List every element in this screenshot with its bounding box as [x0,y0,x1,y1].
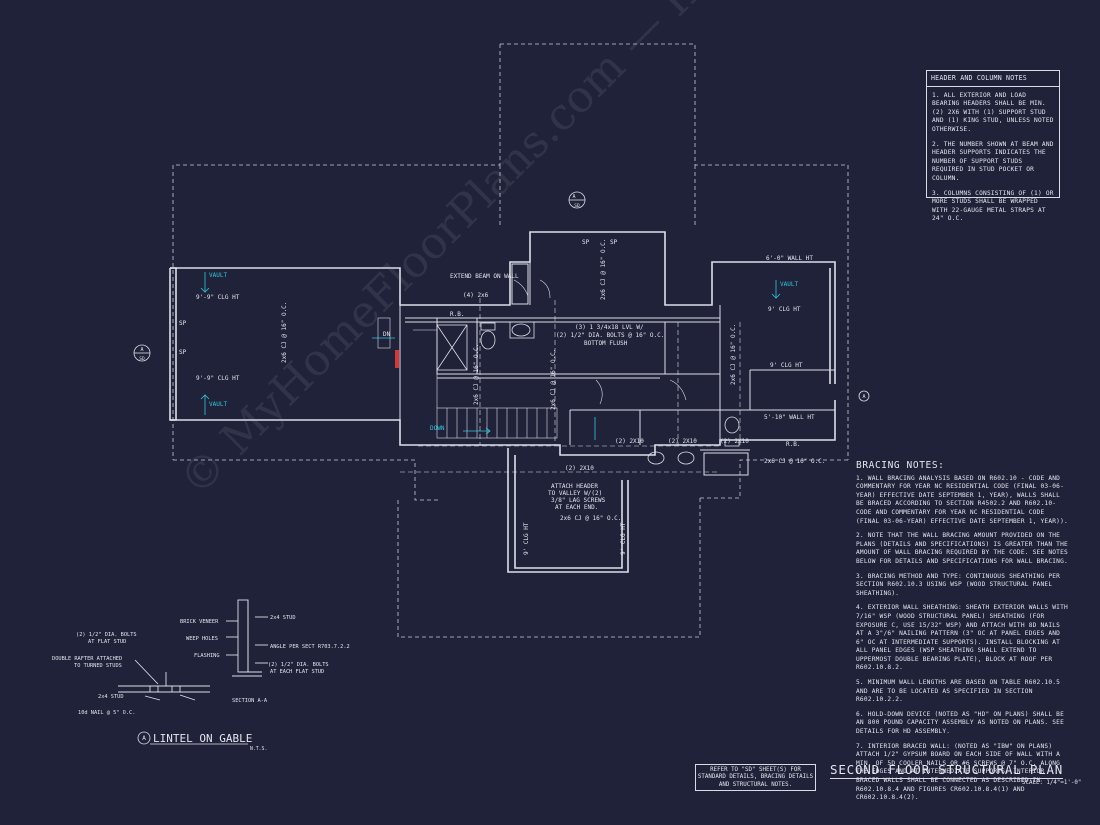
header-label-b: (2) 2X10 [668,438,697,445]
bolts-left-line-2: AT FLAT STUD [88,639,126,645]
cj-label-bottom-right: 2x6 CJ @ 16" O.C. [764,458,825,465]
rb-label-right: R.B. [786,441,800,448]
header-label-c: (2) 2X10 [720,438,749,445]
cj-label-left: 2x6 CJ @ 16" O.C. [281,302,288,363]
exterior-walls [169,231,836,573]
section-mark-right: A [862,394,865,400]
ceiling-height-right-top: 9' CLG HT [768,306,801,313]
attach-header-line-1: ATTACH HEADER [551,483,598,490]
sp-label-3: SP [582,239,590,246]
stair [377,279,687,439]
vault-arrows [200,272,781,440]
cj-label-center-2: 2x6 CJ @ 16" O.C. [550,349,557,410]
cj-label-center: 2x6 CJ @ 16" O.C. [473,344,480,405]
nail-label: 10d NAIL @ 5" O.C. [78,710,135,716]
rafter-line-1: DOUBLE RAFTER ATTACHED [52,656,122,662]
fixtures [436,321,740,465]
section-sheet-left: SD [139,356,145,362]
vault-label-right: VAULT [780,281,798,288]
lintel-detail-labels: BRICK VENEER WEEP HOLES FLASHING ANGLE P… [52,615,350,752]
header-note-3: 3. COLUMNS CONSISTING OF (1) OR MORE STU… [932,189,1054,223]
roof-outline [172,43,849,638]
section-aa-label: SECTION A-A [232,698,268,704]
bracing-note-5: 5. MINIMUM WALL LENGTHS ARE BASED ON TAB… [856,679,1061,704]
stud-2x4-top-label: 2x4 STUD [270,615,296,621]
ceiling-height-lower-left: 9' CLG HT [523,522,530,555]
section-sheet-top: SD [574,203,580,209]
sp-label-1: SP [179,320,187,327]
interior-walls [399,232,835,476]
section-mark-top: A [572,194,575,200]
vault-label-bottom-left: VAULT [209,401,227,408]
attach-header-line-3: 3/8" LAG SCREWS [551,497,606,504]
bracing-note-6: 6. HOLD-DOWN DEVICE (NOTED AS "HD" ON PL… [856,710,1065,736]
lvl-beam-line-2: (2) 1/2" DIA. BOLTS @ 16" O.C. [556,332,664,339]
ceiling-height-left-top: 9'-9" CLG HT [196,294,240,301]
bracing-note-3: 3. BRACING METHOD AND TYPE: CONTINUOUS S… [856,572,1061,597]
rb-label-left: R.B. [450,311,464,318]
rafter-line-2: TO TURNED STUDS [74,663,122,669]
flashing-label: FLASHING [194,653,220,659]
stud-2x4-bottom-label: 2x4 STUD [98,694,124,700]
refer-sd-box: REFER TO "SD" SHEET(S) FOR STANDARD DETA… [695,764,816,791]
bolts-right-line-1: (2) 1/2" DIA. BOLTS [268,662,329,668]
red-marker [395,350,399,368]
lintel-nts: N.T.S. [250,746,267,752]
lvl-beam-line-1: (3) 1 3/4x18 LVL W/ [575,324,644,331]
sp-label-4: SP [610,239,618,246]
lintel-detail [118,599,268,701]
sheet-title: SECOND FLOOR STRUCTURAL PLAN [830,762,1064,779]
ceiling-height-left-bottom: 9'-9" CLG HT [196,375,240,382]
plan-labels: VAULT VAULT VAULT 9'-9" CLG HT 9'-9" CLG… [139,194,865,555]
scale-note: SCALE: 1/4"=1'-0" [1022,780,1082,786]
header-column-notes: HEADER AND COLUMN NOTES 1. ALL EXTERIOR … [926,70,1060,222]
stair-dn-label: DN [383,331,391,338]
beam-lines [400,298,741,473]
extend-beam-label: EXTEND BEAM ON WALL [450,273,519,280]
lintel-tag: A [142,735,146,742]
section-mark-left: A [140,347,143,353]
lintel-title: LINTEL ON GABLE [153,732,252,745]
angle-label: ANGLE PER SECT R703.7.2.2 [270,644,350,650]
bracing-note-4: 4. EXTERIOR WALL SHEATHING: SHEATH EXTER… [856,604,1068,672]
wall-height-top: 6'-0" WALL HT [766,255,813,262]
cj-label-top: 2x6 CJ @ 16" O.C. [600,239,607,300]
header-label-a: (2) 2X10 [615,438,644,445]
header-notes-title: HEADER AND COLUMN NOTES [927,71,1059,87]
bracing-notes: BRACING NOTES: 1. WALL BRACING ANALYSIS … [856,460,1068,809]
bracing-note-7: 7. INTERIOR BRACED WALL: (NOTED AS "IBW"… [856,742,1061,802]
wall-height-bottom: 5'-10" WALL HT [764,414,815,421]
bolts-left-line-1: (2) 1/2" DIA. BOLTS [76,632,137,638]
brick-veneer-label: BRICK VENEER [180,619,219,625]
bracing-notes-title: BRACING NOTES: [856,460,945,471]
cj-label-lower: 2x6 CJ @ 16" O.C. [560,515,621,522]
attach-header-line-4: AT EACH END. [555,504,598,511]
bracing-note-2: 2. NOTE THAT THE WALL BRACING AMOUNT PRO… [856,532,1068,565]
section-markers [133,191,870,745]
header-note-1: 1. ALL EXTERIOR AND LOAD BEARING HEADERS… [932,91,1054,133]
bracing-note-1: 1. WALL BRACING ANALYSIS BASED ON R602.1… [856,474,1068,525]
header-label-d: (2) 2X10 [565,465,594,472]
sp-label-2: SP [179,349,187,356]
cj-label-right: 2x6 CJ @ 16" O.C. [730,324,737,385]
vault-label-top-left: VAULT [209,272,227,279]
attach-header-line-2: TO VALLEY W/(2) [548,490,602,497]
lvl-beam-line-3: BOTTOM FLUSH [584,340,628,347]
header-note-2: 2. THE NUMBER SHOWN AT BEAM AND HEADER S… [932,140,1054,182]
header-4x2x6-label: (4) 2x6 [463,292,489,299]
weep-holes-label: WEEP HOLES [186,636,218,642]
stair-down-label: DOWN [430,425,445,432]
ceiling-height-lower-right: 9' CLG HT [620,522,627,555]
ceiling-height-right-mid: 9' CLG HT [770,362,803,369]
bolts-right-line-2: AT EACH FLAT STUD [270,669,324,675]
